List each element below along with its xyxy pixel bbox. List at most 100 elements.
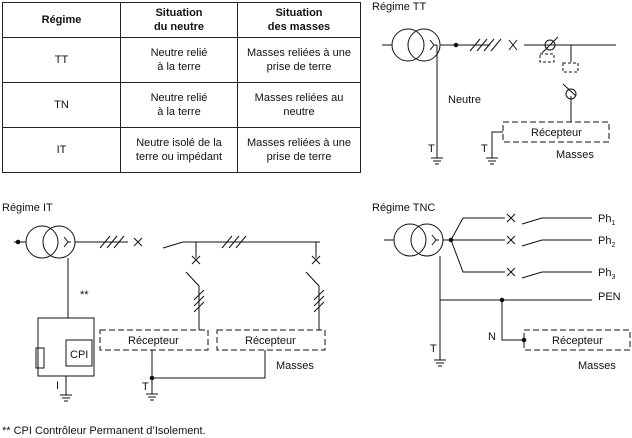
tt-three-phase-marks [469,38,502,52]
it-recepteur2-label: Récepteur [245,335,296,347]
header-masses-l2: des masses [267,21,331,33]
it-breaker-x [133,237,143,247]
tnc-ph1-text: Ph [598,213,611,225]
cell-line: terre ou impédant [135,151,223,163]
it-three-phase-marks [99,235,125,249]
tnc-pen-label: PEN [598,291,621,303]
it-diagram: Régime IT ** CPI I Récepteur [2,202,326,402]
it-feeder1-switch [185,271,200,296]
it-recepteur2-box [216,329,326,351]
header-neutre-l1: Situation [155,7,203,19]
row-tn-masses: Masses reliées au neutre [237,82,361,128]
tnc-n-conductor [501,300,524,341]
cell-line: Neutre relié [150,47,208,59]
tt-toroid-ring-icon [565,88,577,100]
it-i-label: I [56,380,59,392]
it-recepteur1-box [99,329,209,351]
tnc-ph3-sub: 3 [611,274,615,281]
tnc-ph1-conductor [443,217,505,241]
it-stars-label: ** [80,289,89,301]
tt-masses-label: Masses [556,149,594,161]
tt-masses-earth-conductor [491,131,503,150]
tnc-ph3-conductor [450,239,505,273]
table-header-row: Régime Situation du neutre Situation des m… [2,2,361,38]
it-impedance-icon [35,347,45,369]
tt-earth-icon [431,157,443,165]
cell-line: à la terre [157,106,201,118]
tnc-ph1-label: Ph1 [598,213,615,227]
tnc-ph2-breaker-x [506,235,516,245]
tnc-ph2-sub: 2 [611,242,615,249]
tt-title: Régime TT [372,1,426,13]
it-transformer-primary-coil [25,225,59,259]
it-busbar-phase-marks [221,235,247,249]
tnc-ph2-text: Ph [598,235,611,247]
cell-line: Masses reliées à une [247,137,351,149]
header-neutre-l2: du neutre [153,21,205,33]
it-cpi-label: CPI [70,349,88,361]
header-regime-label: Régime [41,14,82,26]
tnc-ph1-switch [521,217,592,225]
it-recepteur1-label: Récepteur [128,335,179,347]
tnc-ph2-label: Ph2 [598,235,615,249]
header-neutre: Situation du neutre [120,2,238,38]
it-feeder2-breaker-x [311,255,321,265]
regimes-table: Régime Situation du neutre Situation des m… [2,2,361,173]
it-cpi-box [65,339,93,367]
tnc-ph3-label: Ph3 [598,267,615,281]
tnc-ph3-switch [521,271,592,279]
header-regime: Régime [2,2,121,38]
tnc-n-label: N [488,331,496,343]
it-masses-conductor [151,350,266,379]
tt-masses-earth-icon [486,157,498,165]
it-feeder1-breaker-x [191,255,201,265]
tnc-star-symbol [431,234,439,246]
cell-line: Masses reliées à une [247,47,351,59]
tt-breaker-x [508,39,518,51]
tnc-ph1-breaker-x [506,213,516,223]
tnc-earth-icon [434,359,446,367]
it-title: Régime IT [2,202,53,214]
tt-switch-contact [562,83,577,97]
tnc-ph3-breaker-x [506,267,516,277]
tnc-ph1-sub: 1 [611,220,615,227]
it-star-symbol [63,236,71,248]
table-row: IT Neutre isolé de la terre ou impédant M… [2,127,361,173]
cell-line: prise de terre [266,61,332,73]
tt-diagram: Régime TT Neutre T Récepteur T Masses [372,1,616,165]
tt-star-symbol [429,39,437,51]
tt-relay-box-icon [539,53,555,63]
cell-line: neutre [283,106,315,118]
tt-recepteur-label: Récepteur [531,127,582,139]
tt-differential-line [541,36,559,54]
tnc-transformer-primary-coil [393,223,427,257]
footnote: ** CPI Contrôleur Permanent d’Isolement. [2,425,206,437]
cell-line: Masses reliées au [254,92,344,104]
tnc-masses-label: Masses [578,360,616,372]
row-it-regime: IT [2,127,121,173]
tt-neutral-node [453,42,459,48]
tt-differential-ring-icon [544,39,556,51]
tnc-recepteur-label: Récepteur [552,335,603,347]
tnc-title: Régime TNC [372,202,435,214]
it-feeder2-switch [305,271,320,296]
tnc-ph3-text: Ph [598,267,611,279]
tnc-t-label: T [430,343,437,355]
it-t-label: T [142,381,149,393]
header-masses-l1: Situation [275,7,323,19]
tt-t1-label: T [428,143,435,155]
it-masses-label: Masses [276,360,314,372]
tt-relay-box-icon [562,62,579,73]
it-switch-blade [162,241,184,249]
it-primary-node [15,239,21,245]
cell-line: Neutre isolé de la [136,137,222,149]
tnc-ph2-switch [521,239,592,247]
it-masses-earth-icon [146,393,158,401]
cell-line: Neutre relié [150,92,208,104]
header-masses: Situation des masses [237,2,361,38]
tnc-diagram: Régime TNC Ph1 Ph2 Ph3 PEN N Récepteur T… [372,202,631,372]
row-tn-regime: TN [2,82,121,128]
